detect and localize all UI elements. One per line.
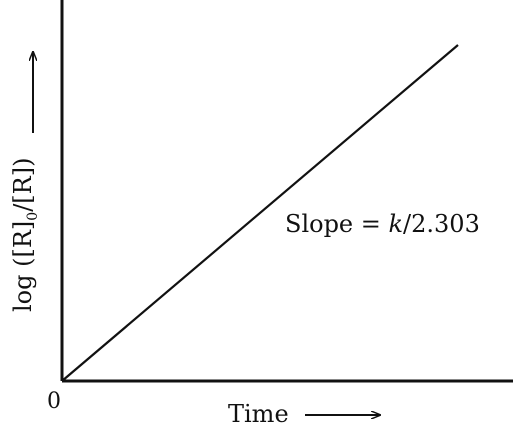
origin-label: 0 <box>47 389 61 414</box>
y-axis-label: log ([R]0/[R]) <box>9 158 41 312</box>
slope-annotation: Slope = k/2.303 <box>285 210 480 238</box>
x-axis-label: Time <box>228 400 289 428</box>
series-line <box>61 44 459 382</box>
